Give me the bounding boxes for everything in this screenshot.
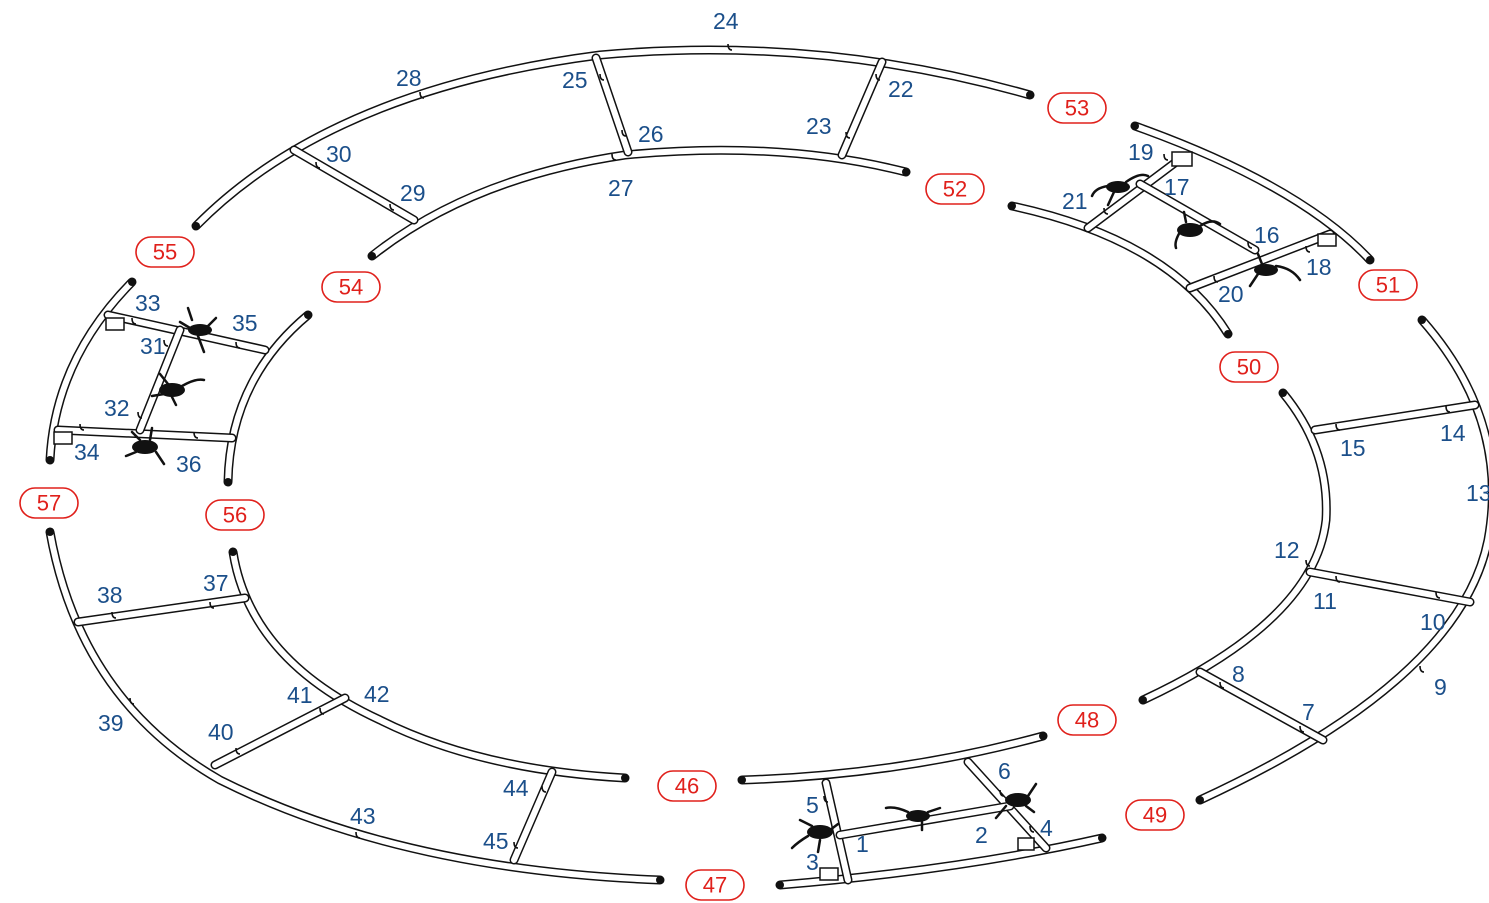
- part-number: 45: [483, 828, 509, 854]
- part-number: 5: [806, 792, 819, 818]
- frame-tubes: [45, 45, 1489, 890]
- part-number: 41: [287, 682, 313, 708]
- part-number: 2: [975, 822, 988, 848]
- junction-ring-icon: [1090, 173, 1150, 207]
- part-number: 40: [208, 719, 234, 745]
- part-number: 20: [1218, 281, 1244, 307]
- part-number: 28: [396, 65, 422, 91]
- segment-tag: 53: [1047, 92, 1107, 124]
- part-number: 36: [176, 451, 202, 477]
- part-number: 42: [364, 681, 390, 707]
- segment-tag: 54: [321, 271, 381, 303]
- part-number: 32: [104, 395, 130, 421]
- junction-ring-icon: [1174, 210, 1222, 250]
- junction-ring-icon: [1248, 252, 1302, 288]
- part-number: 7: [1302, 699, 1315, 725]
- part-number: 12: [1274, 537, 1300, 563]
- junction-ring-icon: [178, 306, 218, 354]
- part-number: 26: [638, 121, 664, 147]
- segment-tag: 48: [1057, 704, 1117, 736]
- svg-text:52: 52: [943, 177, 967, 202]
- segment-tag: 51: [1358, 269, 1418, 301]
- part-number: 38: [97, 582, 123, 608]
- part-number: 13: [1466, 480, 1489, 506]
- part-number: 23: [806, 113, 832, 139]
- segment-tag: 46: [657, 770, 717, 802]
- part-number: 11: [1313, 588, 1337, 614]
- part-number-labels: 1 2 3 4 5 6 7 8 9 10 11 12 13 14 15 16 1…: [74, 8, 1489, 875]
- part-number: 14: [1440, 420, 1466, 446]
- part-number: 30: [326, 141, 352, 167]
- part-number: 25: [562, 67, 588, 93]
- junction-ring-icon: [150, 372, 206, 407]
- svg-text:54: 54: [339, 275, 363, 300]
- tube-right-outer: [1195, 315, 1489, 805]
- part-number: 44: [503, 775, 529, 801]
- part-number: 18: [1306, 254, 1332, 280]
- junction-ring-icon: [124, 426, 166, 466]
- segment-tag: 52: [925, 173, 985, 205]
- part-number: 1: [856, 831, 869, 857]
- svg-text:46: 46: [675, 774, 699, 799]
- part-number: 8: [1232, 661, 1245, 687]
- segment-tag: 55: [135, 236, 195, 268]
- segment-tag: 50: [1219, 351, 1279, 383]
- part-number: 39: [98, 710, 124, 736]
- segment-tag: 56: [205, 499, 265, 531]
- svg-text:49: 49: [1143, 803, 1167, 828]
- svg-text:53: 53: [1065, 96, 1089, 121]
- part-number: 34: [74, 439, 100, 465]
- part-number: 27: [608, 175, 634, 201]
- part-number: 17: [1164, 174, 1190, 200]
- tube-end-caps: [46, 91, 1426, 889]
- junction-ring-icon: [884, 806, 942, 832]
- part-number: 16: [1254, 222, 1280, 248]
- part-number: 31: [140, 333, 166, 359]
- part-number: 35: [232, 310, 258, 336]
- svg-text:57: 57: [37, 491, 61, 516]
- part-number: 33: [135, 290, 161, 316]
- svg-text:48: 48: [1075, 708, 1099, 733]
- part-number: 21: [1062, 188, 1088, 214]
- svg-text:47: 47: [703, 873, 727, 898]
- part-number: 43: [350, 803, 376, 829]
- bolt-hooks: [79, 43, 1451, 849]
- part-number: 4: [1040, 815, 1053, 841]
- part-number: 22: [888, 76, 914, 102]
- svg-text:51: 51: [1376, 273, 1400, 298]
- part-number: 6: [998, 758, 1011, 784]
- mounting-plates: [53, 151, 1337, 881]
- segment-tags: 46 47 48 49 50 51 52 53: [19, 92, 1418, 901]
- svg-text:55: 55: [153, 240, 177, 265]
- segment-tag: 49: [1125, 799, 1185, 831]
- part-number: 37: [203, 570, 229, 596]
- part-number: 9: [1434, 674, 1447, 700]
- part-number: 19: [1128, 139, 1154, 165]
- svg-text:56: 56: [223, 503, 247, 528]
- part-number: 24: [713, 8, 739, 34]
- part-number: 29: [400, 180, 426, 206]
- junction-ring-icon: [790, 818, 840, 854]
- leg-junctions: [124, 173, 1302, 854]
- junction-ring-icon: [994, 782, 1038, 820]
- part-number: 3: [806, 849, 819, 875]
- svg-text:50: 50: [1237, 355, 1261, 380]
- segment-tag: 47: [685, 869, 745, 901]
- part-number: 10: [1420, 609, 1446, 635]
- segment-tag: 57: [19, 487, 79, 519]
- part-number: 15: [1340, 435, 1366, 461]
